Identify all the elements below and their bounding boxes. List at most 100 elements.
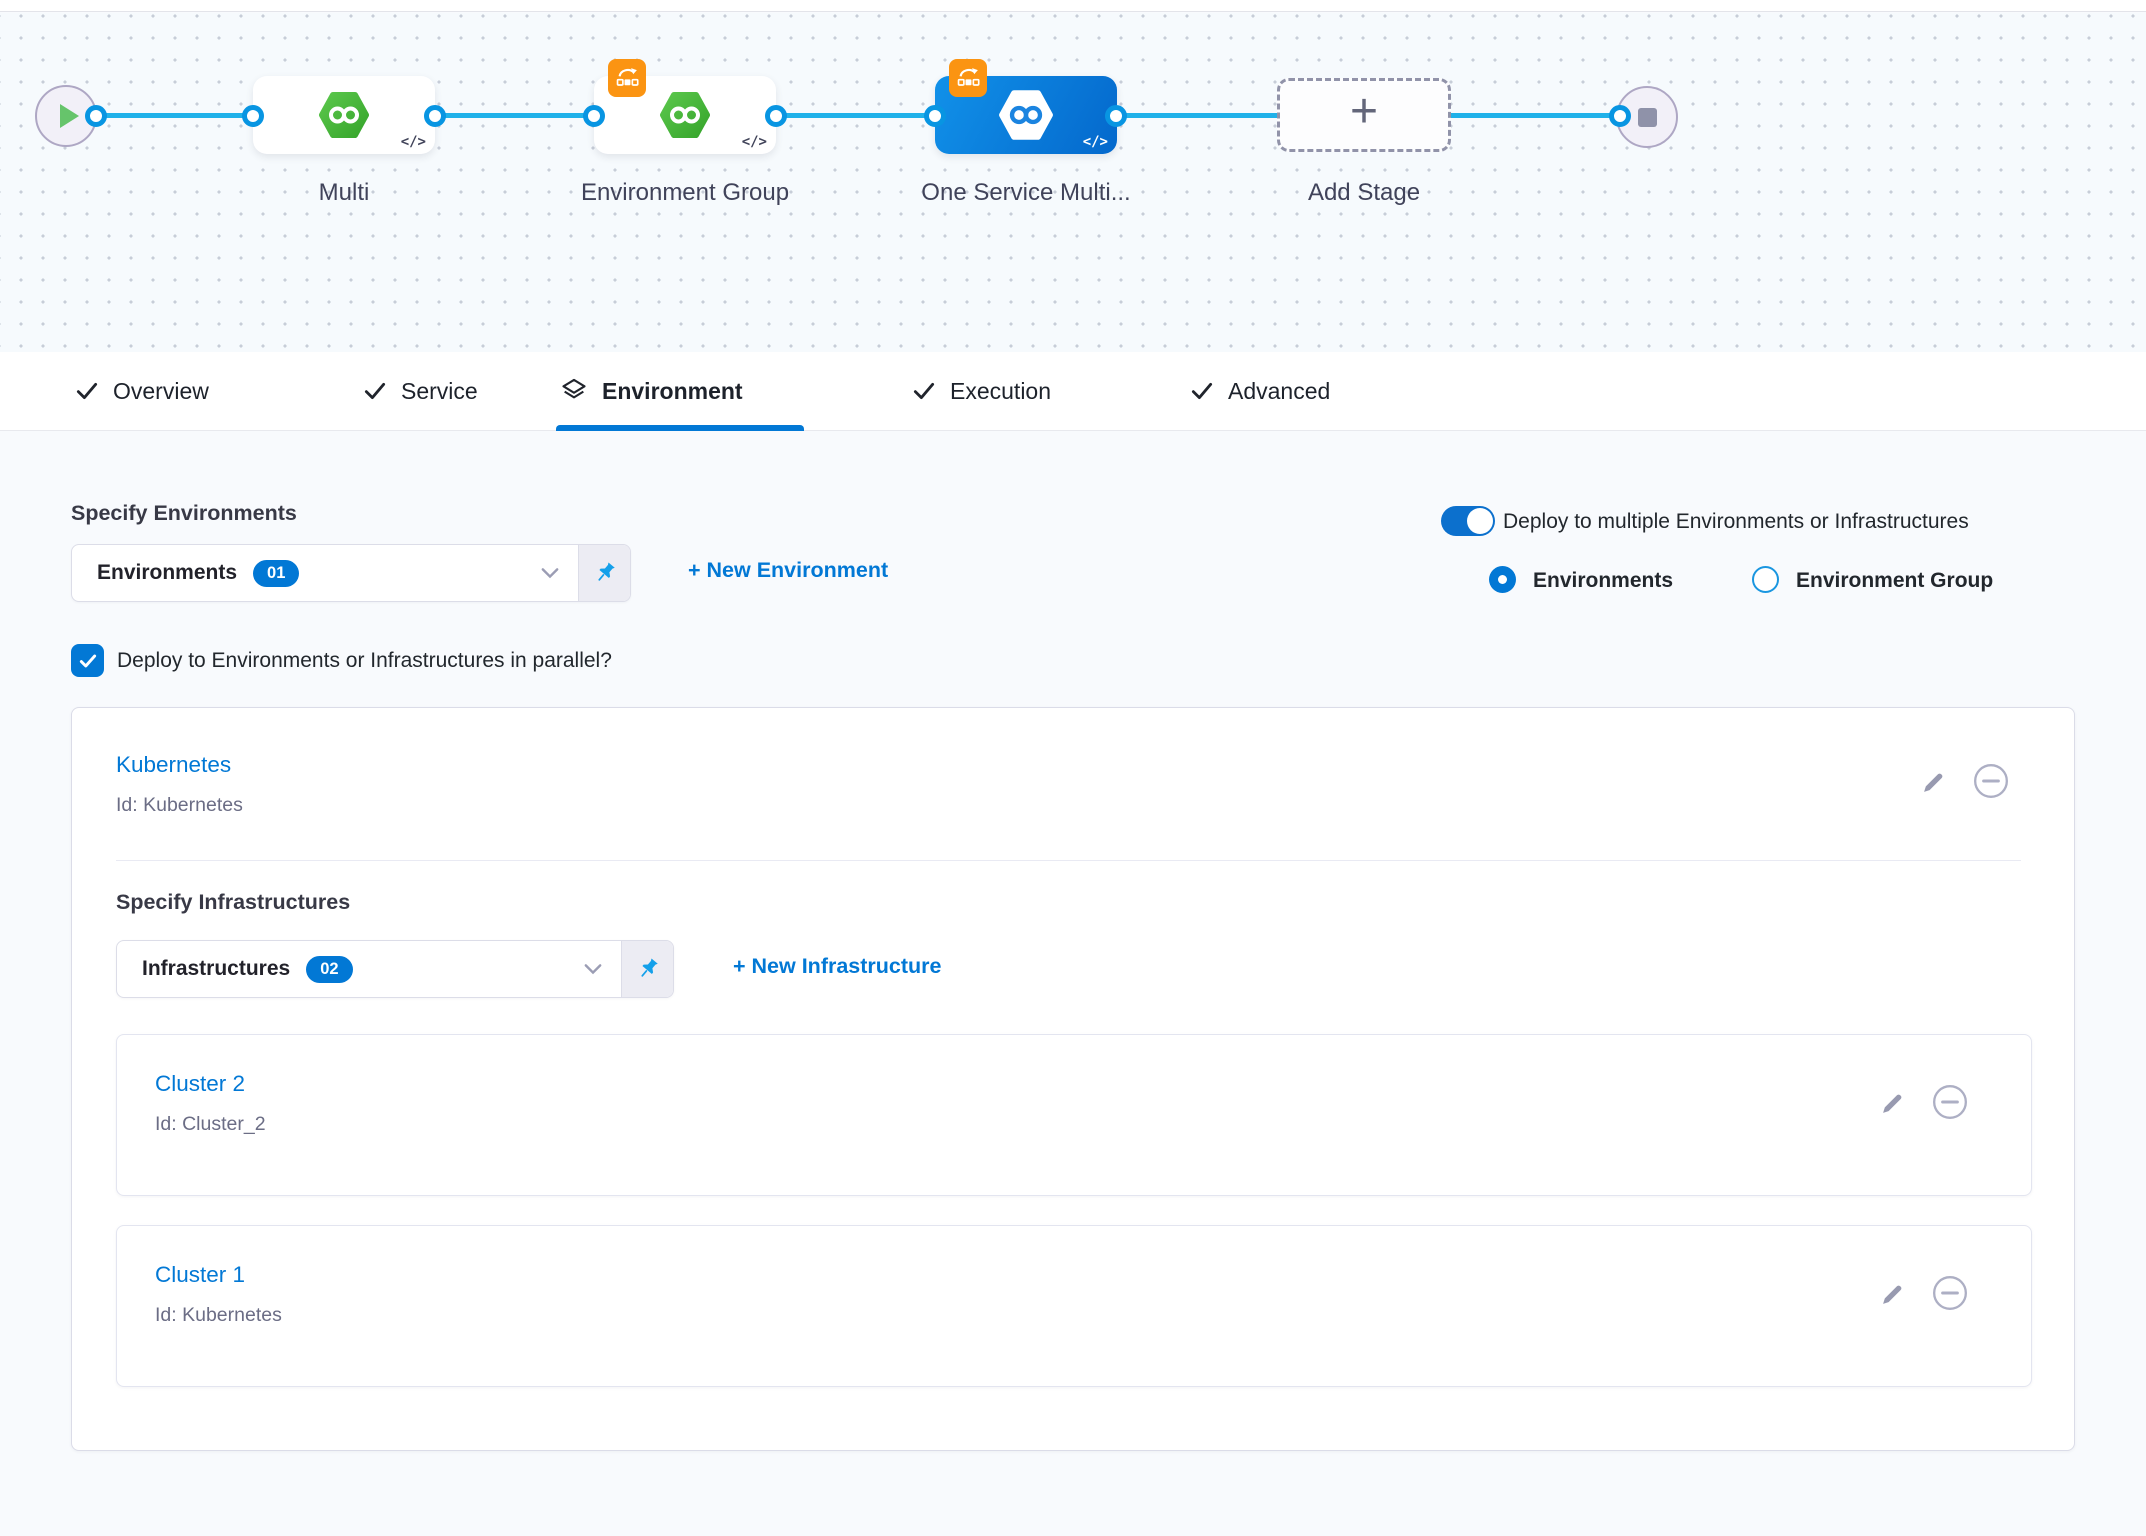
infrastructure-card-cluster-2: Cluster 2 Id: Cluster_2 (116, 1034, 2032, 1196)
active-tab-underline (556, 425, 804, 431)
pin-icon (640, 958, 658, 977)
rolling-deploy-badge-icon (608, 59, 646, 97)
add-stage-label: Add Stage (1307, 179, 1421, 206)
code-badge: </> (741, 134, 767, 150)
parallel-deploy-checkbox-label: Deploy to Environments or Infrastructure… (117, 649, 612, 672)
tab-overview[interactable]: Overview (75, 352, 209, 430)
infrastructures-count-badge: 02 (306, 955, 353, 983)
chevron-down-icon (540, 567, 560, 579)
environment-name-link[interactable]: Kubernetes (116, 752, 232, 777)
pencil-icon (1883, 1285, 1902, 1304)
pin-icon (597, 562, 615, 581)
edit-infrastructure-button[interactable] (1879, 1280, 1907, 1308)
check-icon (76, 382, 98, 400)
infrastructure-id-text: Id: Kubernetes (155, 1304, 282, 1326)
check-icon (79, 654, 96, 667)
port-envgroup-left (583, 105, 605, 127)
port-multi-right (424, 105, 446, 127)
pencil-icon (1883, 1094, 1902, 1113)
harness-hexagon-icon (319, 92, 369, 138)
stage-node-multi[interactable]: </> (253, 76, 435, 154)
toggle-knob (1467, 508, 1493, 534)
environments-count-badge: 01 (253, 559, 300, 587)
new-infrastructure-link[interactable]: + New Infrastructure (733, 954, 942, 978)
radio-environments-label: Environments (1533, 569, 1674, 592)
infrastructure-card-cluster-1: Cluster 1 Id: Kubernetes (116, 1225, 2032, 1387)
new-environment-link[interactable]: + New Environment (688, 558, 889, 582)
infrastructure-name-link[interactable]: Cluster 1 (155, 1262, 246, 1287)
play-icon (59, 104, 79, 128)
minus-circle-icon (1933, 1276, 1967, 1310)
radio-environments[interactable] (1489, 566, 1516, 593)
port-oneservice-right (1105, 105, 1127, 127)
add-stage-button[interactable]: + (1277, 78, 1451, 152)
infrastructures-dropdown[interactable]: Infrastructures 02 (116, 940, 674, 998)
parallel-deploy-checkbox[interactable] (71, 644, 104, 677)
dropdown-value: Environments (97, 561, 238, 584)
stage-node-environment-group[interactable]: </> (594, 59, 776, 154)
edit-infrastructure-button[interactable] (1879, 1089, 1907, 1117)
stage-label-one-service-multi: One Service Multi... (921, 179, 1131, 206)
tab-label: Environment (602, 377, 743, 404)
dropdown-value: Infrastructures (142, 957, 291, 980)
radio-environment-group-label: Environment Group (1796, 569, 1994, 592)
minus-circle-icon (1974, 764, 2008, 798)
tab-label: Execution (950, 377, 1052, 404)
environments-dropdown-value-area[interactable]: Environments 01 (72, 545, 578, 601)
remove-infrastructure-button[interactable] (1931, 1274, 1969, 1312)
check-icon (364, 382, 386, 400)
edit-environment-button[interactable] (1920, 768, 1948, 796)
environment-card-kubernetes: Kubernetes Id: Kubernetes Specify Infras… (71, 707, 2075, 1451)
pipeline-start-node[interactable] (35, 85, 97, 147)
tab-label: Advanced (1228, 377, 1331, 404)
radio-dot (1498, 575, 1507, 584)
stage-label-environment-group: Environment Group (580, 179, 790, 206)
rolling-deploy-badge-icon (949, 59, 987, 97)
code-badge: </> (1082, 134, 1108, 150)
infrastructure-id-text: Id: Cluster_2 (155, 1113, 266, 1135)
check-icon (913, 382, 935, 400)
check-icon (1191, 382, 1213, 400)
environments-dropdown[interactable]: Environments 01 (71, 544, 631, 602)
stage-node-one-service-multi[interactable]: </> (935, 59, 1117, 154)
pin-button[interactable] (578, 545, 630, 601)
pencil-icon (1924, 773, 1943, 792)
environment-id-text: Id: Kubernetes (116, 794, 243, 816)
chevron-down-icon (583, 963, 603, 975)
radio-environment-group[interactable] (1752, 566, 1779, 593)
card-divider (116, 860, 2021, 861)
pin-button[interactable] (621, 941, 673, 997)
stage-label-multi: Multi (318, 179, 370, 206)
tab-label: Service (401, 377, 478, 404)
port-start (85, 105, 107, 127)
plus-icon: + (1349, 85, 1379, 138)
pipeline-canvas[interactable]: </> Multi </> Environment Group (0, 13, 2146, 352)
harness-hexagon-icon (660, 92, 710, 138)
port-end (1609, 105, 1631, 127)
minus-circle-icon (1933, 1085, 1967, 1119)
infrastructures-dropdown-value-area[interactable]: Infrastructures 02 (117, 941, 621, 997)
pipeline-connector-line (66, 113, 1651, 118)
multi-deploy-toggle[interactable] (1441, 506, 1495, 536)
code-badge: </> (400, 134, 426, 150)
tab-environment[interactable]: Environment (560, 352, 743, 430)
stop-icon (1637, 107, 1657, 127)
tab-advanced[interactable]: Advanced (1190, 352, 1330, 430)
environment-tab-panel: Specify Environments Environments 01 + N… (0, 432, 2146, 1536)
specify-environments-title: Specify Environments (71, 501, 297, 525)
specify-infrastructures-title: Specify Infrastructures (116, 890, 351, 914)
harness-hexagon-icon (999, 90, 1053, 140)
port-multi-left (242, 105, 264, 127)
port-envgroup-right (765, 105, 787, 127)
port-oneservice-left (924, 105, 946, 127)
multi-deploy-toggle-label: Deploy to multiple Environments or Infra… (1503, 510, 1969, 533)
tab-label: Overview (113, 377, 209, 404)
top-strip (0, 0, 2146, 12)
remove-environment-button[interactable] (1972, 762, 2010, 800)
tab-service[interactable]: Service (363, 352, 478, 430)
stage-tabbar: Overview Service Environment Execution A… (0, 352, 2146, 431)
environment-layers-icon (562, 378, 586, 399)
infrastructure-name-link[interactable]: Cluster 2 (155, 1071, 246, 1096)
remove-infrastructure-button[interactable] (1931, 1083, 1969, 1121)
tab-execution[interactable]: Execution (912, 352, 1051, 430)
